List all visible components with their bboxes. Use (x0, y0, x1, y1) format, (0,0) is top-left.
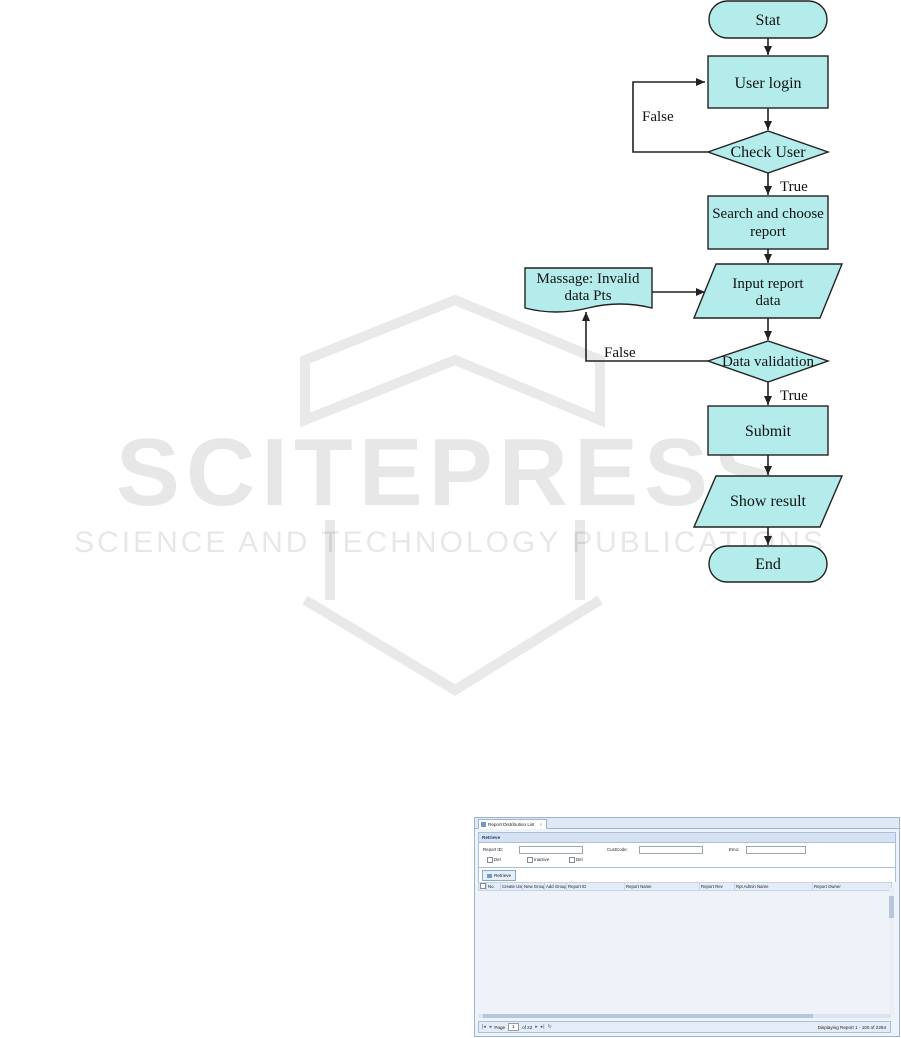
del-checkbox[interactable] (487, 857, 493, 863)
refresh-icon[interactable]: ↻ (547, 1024, 552, 1030)
node-search-report (707, 195, 829, 250)
emo-label: Emo: (729, 847, 740, 852)
label-true-1: True (780, 179, 808, 195)
page-number-input[interactable]: 1 (508, 1023, 520, 1031)
pagination-bar: |◂ ◂ Page 1 of 22 ▸ ▸| ↻ Displaying Repo… (478, 1021, 891, 1033)
last-page-icon[interactable]: ▸| (540, 1024, 545, 1030)
node-check-user (705, 130, 831, 174)
page-count-label: of 22 (522, 1024, 533, 1030)
close-icon[interactable]: × (539, 822, 543, 827)
node-data-validation (705, 340, 831, 383)
label-input-line2: data (756, 293, 781, 309)
column-header[interactable]: New Group (522, 882, 545, 891)
node-message-invalid (524, 267, 653, 313)
label-false-2: False (604, 345, 636, 361)
emo-input[interactable] (746, 846, 806, 854)
label-false-1: False (642, 109, 674, 125)
header-select (478, 882, 487, 891)
prev-page-icon[interactable]: ◂ (488, 1024, 492, 1030)
first-page-icon[interactable]: |◂ (482, 1024, 486, 1030)
tab-bar: Report Distribution List × (475, 818, 899, 829)
column-header[interactable]: Create User (500, 882, 523, 891)
grid-icon (481, 822, 486, 827)
label-show-result: Show result (730, 493, 807, 510)
label-message-line2: data Pts (564, 288, 611, 304)
node-user-login (707, 55, 829, 109)
label-user-login: User login (734, 75, 801, 92)
toolbar: Retrieve (478, 868, 896, 882)
del2-checkbox-label: Del (576, 857, 583, 862)
horizontal-scrollbar[interactable] (478, 1014, 891, 1018)
inactive-checkbox-label: Inactive (534, 857, 550, 862)
cust-code-input[interactable] (639, 846, 703, 854)
column-header[interactable]: Report ID (566, 882, 625, 891)
node-input-report-data (692, 263, 844, 319)
watermark-brand: SCITEPRESS (116, 419, 784, 526)
column-header[interactable]: Report Rev (699, 882, 735, 891)
retrieve-button-label: Retrieve (494, 873, 512, 878)
label-submit: Submit (745, 423, 792, 440)
node-submit (707, 405, 829, 456)
retrieve-button[interactable]: Retrieve (482, 870, 517, 881)
search-icon (487, 873, 492, 878)
watermark-tagline: SCIENCE AND TECHNOLOGY PUBLICATIONS (74, 526, 826, 559)
column-header[interactable]: Report Name (624, 882, 700, 891)
inactive-checkbox[interactable] (527, 857, 533, 863)
report-distribution-screenshot: Report Distribution List × Retrieve Repo… (474, 817, 900, 1037)
column-header[interactable]: Add Group (544, 882, 567, 891)
label-search-line1: Search and choose (712, 206, 824, 222)
column-header[interactable]: Rpt Admin Name (734, 882, 813, 891)
del2-checkbox[interactable] (569, 857, 575, 863)
edge-validation-false (582, 312, 708, 362)
report-id-label: Report ID: (483, 847, 504, 852)
displaying-count: Displaying Report 1 - 100 of 2284 (817, 1024, 886, 1030)
del-checkbox-label: Del (494, 857, 501, 862)
node-show-result (692, 475, 844, 528)
report-id-input[interactable] (519, 846, 583, 854)
label-end: End (755, 556, 781, 573)
watermark-book-icon (300, 294, 605, 696)
label-start: Stat (756, 12, 781, 29)
label-search-line2: report (750, 224, 787, 240)
column-header[interactable]: Report Owner (812, 882, 892, 891)
label-message-line1: Massage: Invalid (537, 271, 640, 287)
label-true-2: True (780, 388, 808, 404)
edge-check-false (632, 78, 708, 153)
label-check-user: Check User (730, 144, 806, 161)
node-end (708, 545, 828, 583)
label-input-line1: Input report (732, 276, 804, 292)
page-label: Page (494, 1024, 506, 1030)
tab-title: Report Distribution List (488, 822, 535, 827)
column-header[interactable]: No. (486, 882, 501, 891)
cust-code-label: CustCode: (607, 847, 628, 852)
label-data-validation: Data validation (722, 354, 815, 370)
node-start (708, 0, 828, 39)
next-page-icon[interactable]: ▸ (535, 1024, 538, 1030)
tab-report-distribution-list[interactable]: Report Distribution List × (478, 819, 548, 829)
section-header-retrieve: Retrieve (478, 832, 896, 843)
filter-panel: Report ID: CustCode: Emo: Del Inactive D… (478, 843, 896, 868)
vertical-scrollbar[interactable] (889, 888, 894, 1014)
select-all-checkbox[interactable] (480, 883, 486, 889)
